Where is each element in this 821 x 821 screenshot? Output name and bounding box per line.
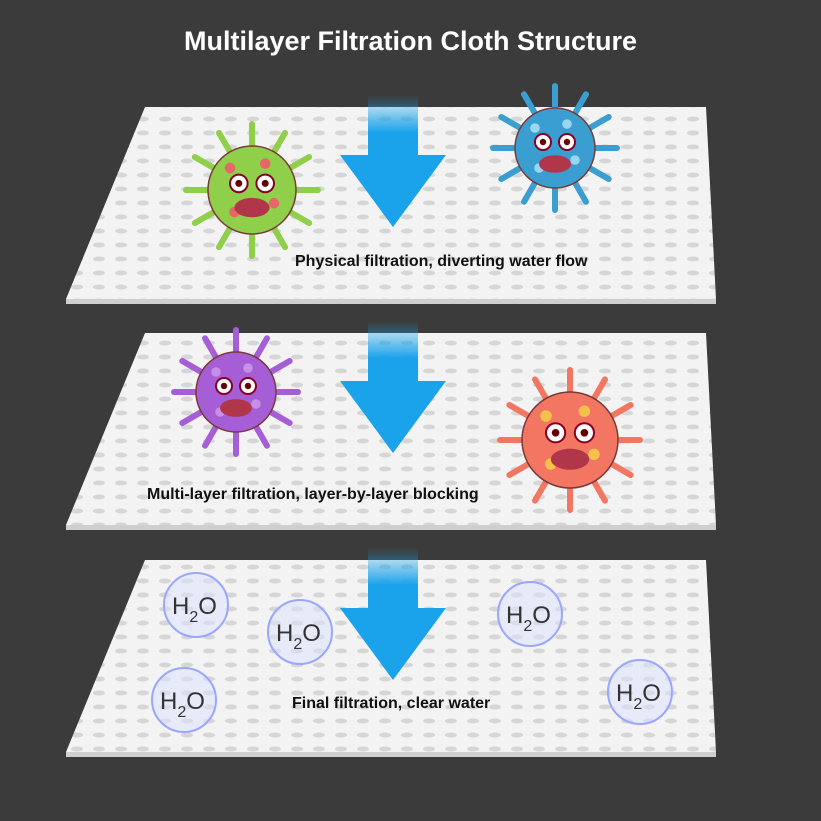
- layer-3-caption: Final filtration, clear water: [292, 695, 491, 712]
- water-flow-arrow-icon: [340, 548, 446, 680]
- water-flow-arrow-icon: [340, 95, 446, 227]
- filter-layer-1: [66, 95, 716, 304]
- water-molecule-icon: H2O: [497, 581, 563, 647]
- green-germ-icon: [183, 121, 321, 259]
- water-molecule-icon: H2O: [163, 572, 229, 638]
- purple-germ-icon: [171, 327, 301, 457]
- water-flow-arrow-icon: [340, 321, 446, 453]
- blue-germ-icon: [490, 83, 620, 213]
- orange-germ-icon: [497, 367, 643, 513]
- water-molecule-icon: H2O: [267, 599, 333, 665]
- water-molecule-icon: H2O: [607, 659, 673, 725]
- water-molecule-icon: H2O: [151, 667, 217, 733]
- layer-2-caption: Multi-layer filtration, layer-by-layer b…: [147, 486, 479, 503]
- page-title: Multilayer Filtration Cloth Structure: [183, 26, 638, 56]
- svg-text:H2O: H2O: [506, 602, 551, 635]
- layer-1-caption: Physical filtration, diverting water flo…: [295, 253, 588, 270]
